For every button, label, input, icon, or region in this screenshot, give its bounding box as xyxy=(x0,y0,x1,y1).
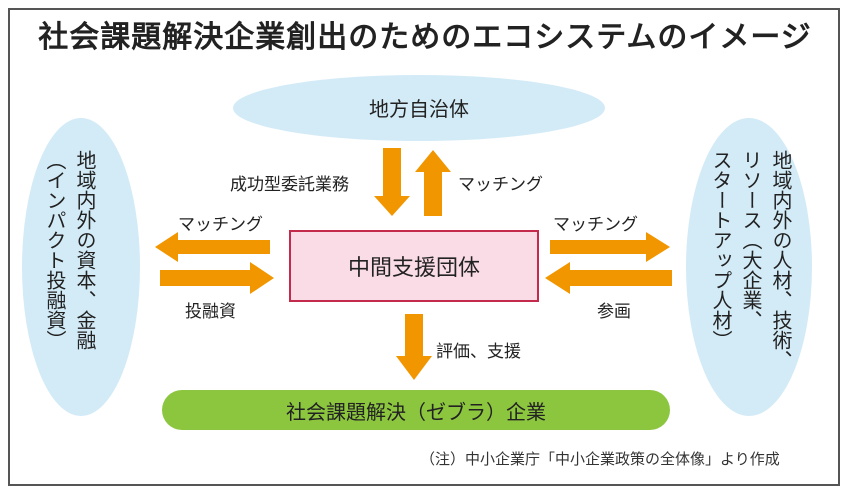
arrow-bottom-down xyxy=(396,314,432,380)
source-note: （注）中小企業庁「中小企業政策の全体像」より作成 xyxy=(420,450,780,468)
arrow-right-in xyxy=(545,262,672,294)
arrow-left-out xyxy=(155,232,270,262)
edge-label-top-down: 成功型委託業務 xyxy=(230,175,349,195)
arrow-top-down xyxy=(374,148,410,216)
edge-label-right-in: 参画 xyxy=(597,302,631,322)
local-government-label: 地方自治体 xyxy=(369,97,469,121)
edge-label-bottom: 評価、支援 xyxy=(436,342,521,362)
local-government-node xyxy=(233,75,605,141)
arrow-left-in xyxy=(160,262,274,294)
intermediary-support-label: 中間支援団体 xyxy=(347,256,480,281)
talent-resources-label: 地域内外の人材、技術、 リソース（大企業、 スタートアップ人材） xyxy=(709,150,793,370)
edge-label-left-in: 投融資 xyxy=(185,302,236,322)
arrow-top-up xyxy=(415,150,451,216)
capital-finance-label: 地域内外の資本、金融 （インパクト投融資） xyxy=(43,150,97,350)
edge-label-top-up: マッチング xyxy=(458,175,543,195)
zebra-company-node: 社会課題解決（ゼブラ）企業 xyxy=(162,390,670,430)
edge-label-right-out: マッチング xyxy=(553,215,638,235)
zebra-company-label: 社会課題解決（ゼブラ）企業 xyxy=(286,399,546,424)
arrow-right-out xyxy=(550,232,670,262)
diagram-title: 社会課題解決企業創出のためのエコシステムのイメージ xyxy=(38,20,812,55)
talent-resources-node xyxy=(686,118,812,416)
intermediary-support-node: 中間支援団体 xyxy=(289,230,539,302)
edge-label-left-out: マッチング xyxy=(178,215,263,235)
capital-finance-node xyxy=(22,118,140,416)
